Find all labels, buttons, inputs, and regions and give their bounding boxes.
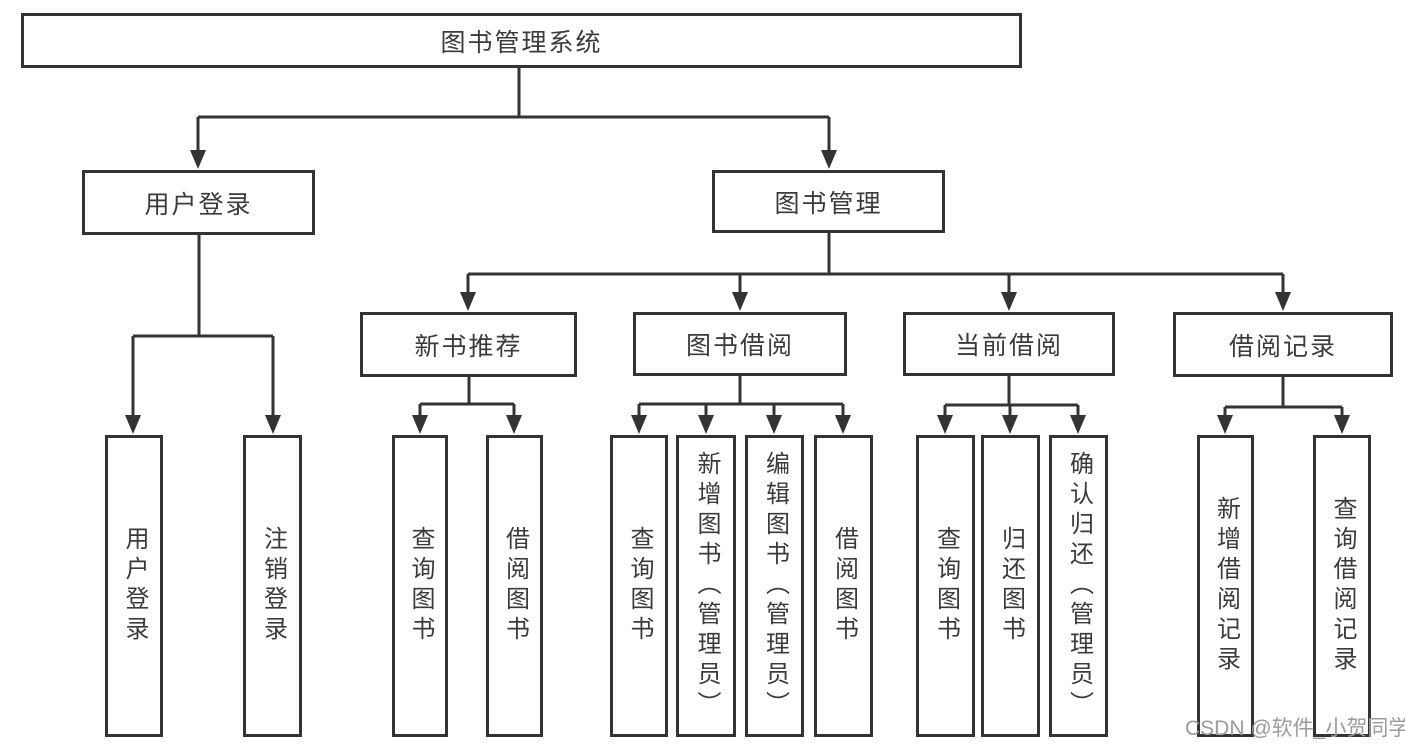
leaf-borrow-borrow-book-label: 借阅图书 (830, 526, 858, 646)
leaf-logout: 注销登录 (243, 435, 302, 737)
leaf-user-login-label: 用户登录 (121, 526, 148, 646)
node-new-book-recommend: 新书推荐 (360, 312, 577, 377)
leaf-record-add-label: 新增借阅记录 (1212, 496, 1240, 676)
leaf-recommend-query-book-label: 查询图书 (407, 526, 434, 646)
node-user-login: 用户登录 (82, 170, 315, 235)
leaf-user-login: 用户登录 (105, 435, 163, 737)
node-root-label: 图书管理系统 (440, 28, 603, 57)
leaf-borrow-add-book-admin: 新增图书（管理员） (676, 435, 736, 737)
leaf-record-query: 查询借阅记录 (1313, 435, 1371, 737)
leaf-borrow-borrow-book: 借阅图书 (814, 435, 873, 737)
node-book-borrow-label: 图书借阅 (685, 332, 794, 360)
node-book-management-label: 图书管理 (774, 189, 883, 218)
leaf-borrow-query-book-label: 查询图书 (626, 526, 653, 646)
node-borrow-record-label: 借阅记录 (1228, 332, 1337, 361)
leaf-logout-label: 注销登录 (259, 526, 287, 646)
node-new-book-recommend-label: 新书推荐 (414, 332, 523, 361)
node-borrow-record: 借阅记录 (1173, 312, 1393, 377)
leaf-current-confirm-return-admin: 确认归还（管理员） (1049, 435, 1108, 737)
node-book-borrow: 图书借阅 (633, 312, 847, 376)
node-book-management: 图书管理 (712, 170, 945, 233)
leaf-current-confirm-return-admin-label: 确认归还（管理员） (1065, 451, 1093, 721)
leaf-record-add: 新增借阅记录 (1197, 435, 1254, 737)
node-current-borrow-label: 当前借阅 (954, 332, 1063, 360)
leaf-current-query-book-label: 查询图书 (932, 526, 960, 646)
watermark: CSDN @软件_小贺同学 (1185, 717, 1405, 740)
leaf-borrow-edit-book-admin-label: 编辑图书（管理员） (761, 451, 789, 721)
leaf-current-query-book: 查询图书 (916, 435, 975, 737)
leaf-current-return-book-label: 归还图书 (997, 526, 1025, 646)
node-root: 图书管理系统 (21, 13, 1022, 68)
leaf-record-query-label: 查询借阅记录 (1329, 496, 1356, 676)
node-user-login-label: 用户登录 (144, 190, 253, 219)
leaf-recommend-borrow-book-label: 借阅图书 (501, 526, 529, 646)
leaf-recommend-borrow-book: 借阅图书 (486, 435, 543, 737)
leaf-recommend-query-book: 查询图书 (392, 435, 448, 737)
leaf-borrow-edit-book-admin: 编辑图书（管理员） (745, 435, 804, 737)
node-current-borrow: 当前借阅 (903, 312, 1115, 376)
leaf-borrow-query-book: 查询图书 (610, 435, 668, 737)
leaf-borrow-add-book-admin-label: 新增图书（管理员） (693, 451, 720, 721)
leaf-current-return-book: 归还图书 (981, 435, 1040, 737)
